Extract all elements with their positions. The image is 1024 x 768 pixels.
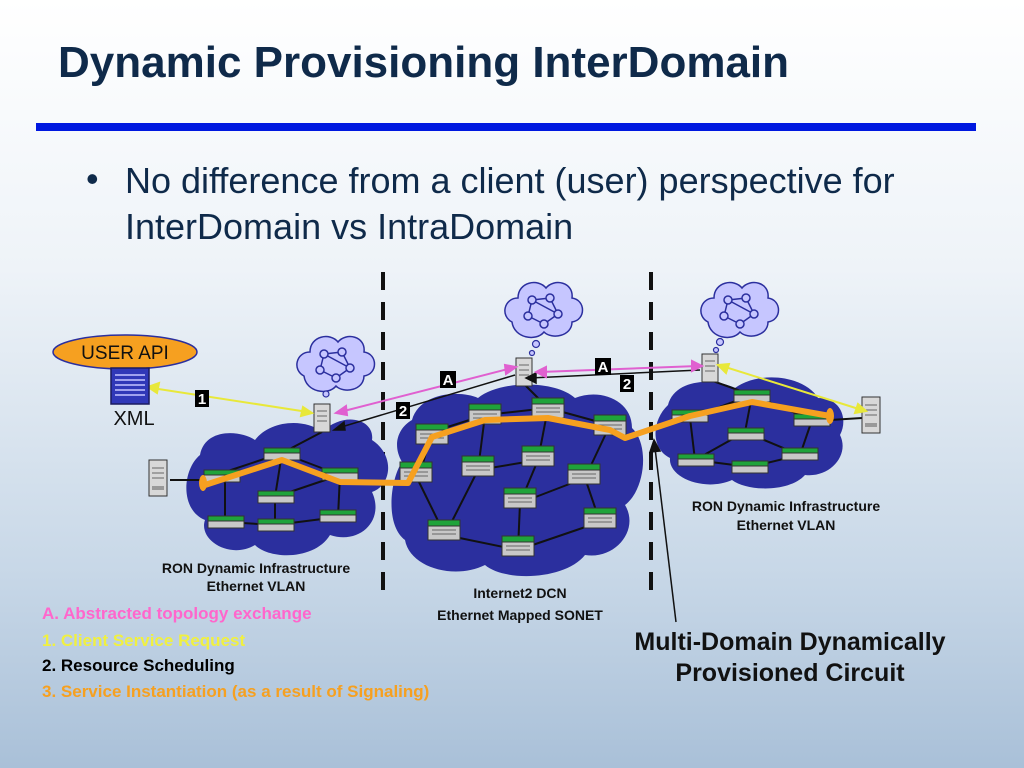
- center-router-10: [427, 519, 461, 541]
- topology-bubbles: [322, 337, 725, 398]
- xml-label: XML: [113, 408, 154, 430]
- right-domain-label-line1: RON Dynamic Infrastructure: [692, 498, 880, 514]
- center-router-6: [461, 455, 495, 477]
- bullet-marker: •: [86, 158, 99, 199]
- center-router-9: [503, 487, 537, 509]
- title-rule: [36, 123, 976, 131]
- user-api-label: USER API: [81, 343, 169, 364]
- step-a-left-label: A: [443, 372, 454, 389]
- circuit-label-line1: Multi-Domain Dynamically: [634, 628, 945, 656]
- left-domain-cloud: [186, 419, 389, 556]
- provisioned-circuit-path: [204, 399, 831, 488]
- left-end-host: [148, 459, 168, 497]
- right-switch-6: [731, 460, 769, 474]
- topology-exchange-arrows: [333, 359, 705, 417]
- step-2-right-badge: 2: [620, 375, 634, 393]
- right-controller: [701, 353, 719, 383]
- slide-title: Dynamic Provisioning InterDomain: [58, 38, 790, 87]
- left-controller: [313, 403, 331, 433]
- right-topology-icon: [700, 281, 780, 339]
- left-switch-6: [319, 509, 357, 523]
- left-switch-3: [257, 490, 295, 504]
- center-topology-icon: [504, 281, 584, 339]
- step-a-right-badge: A: [595, 358, 611, 376]
- left-switch-4: [207, 515, 245, 529]
- center-router-8: [567, 463, 601, 485]
- resource-scheduling-arrows: [331, 369, 701, 431]
- center-domain-label-line2: Ethernet Mapped SONET: [437, 607, 603, 623]
- legend-service-instantiation: 3. Service Instantiation (as a result of…: [42, 682, 430, 701]
- left-switch-5: [257, 518, 295, 532]
- center-router-11: [583, 507, 617, 529]
- step-2-left-label: 2: [399, 403, 407, 420]
- right-end-host: [861, 396, 881, 434]
- right-switch-5: [677, 453, 715, 467]
- center-router-7: [521, 445, 555, 467]
- legend-client-service-request: 1. Client Service Request: [42, 631, 246, 650]
- right-switch-4: [727, 427, 765, 441]
- legend-resource-scheduling: 2. Resource Scheduling: [42, 656, 235, 675]
- circuit-endpoint-left: [199, 475, 207, 491]
- circuit-endpoint-right: [826, 408, 834, 424]
- right-domain-label-line2: Ethernet VLAN: [737, 517, 836, 533]
- left-domain-label-line2: Ethernet VLAN: [207, 578, 306, 594]
- client-request-arrows: [145, 362, 869, 418]
- step-a-left-badge: A: [440, 371, 456, 389]
- circuit-pointer-arrow: [648, 438, 677, 623]
- xml-document-icon: [110, 367, 150, 405]
- right-switch-7: [781, 447, 819, 461]
- circuit-label-line2: Provisioned Circuit: [675, 659, 905, 687]
- center-controller: [515, 357, 533, 387]
- step-2-left-badge: 2: [396, 402, 410, 420]
- center-router-12: [501, 535, 535, 557]
- step-1-badge: 1: [195, 390, 209, 408]
- left-topology-icon: [296, 335, 376, 393]
- center-domain-label-line1: Internet2 DCN: [473, 585, 566, 601]
- bullet-text: No difference from a client (user) persp…: [125, 160, 895, 247]
- legend-topology-exchange: A. Abstracted topology exchange: [42, 604, 312, 623]
- left-domain-label-line1: RON Dynamic Infrastructure: [162, 560, 350, 576]
- step-1-label: 1: [198, 391, 206, 408]
- step-2-right-label: 2: [623, 376, 631, 393]
- step-a-right-label: A: [598, 359, 609, 376]
